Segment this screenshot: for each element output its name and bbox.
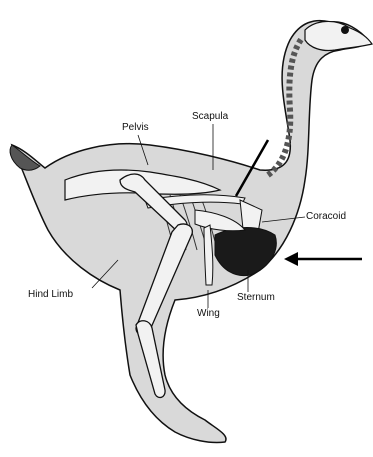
label-hind-limb: Hind Limb (28, 290, 73, 300)
tail-feathers (10, 145, 40, 170)
label-scapula: Scapula (192, 112, 228, 122)
label-pelvis: Pelvis (122, 123, 149, 133)
horizontal-pointer-arrowhead (284, 252, 298, 266)
sternum-bone (215, 228, 276, 276)
eye-socket (341, 26, 349, 34)
label-coracoid: Coracoid (306, 212, 346, 222)
label-sternum: Sternum (237, 293, 275, 303)
label-wing: Wing (197, 309, 220, 319)
skull (305, 21, 372, 50)
